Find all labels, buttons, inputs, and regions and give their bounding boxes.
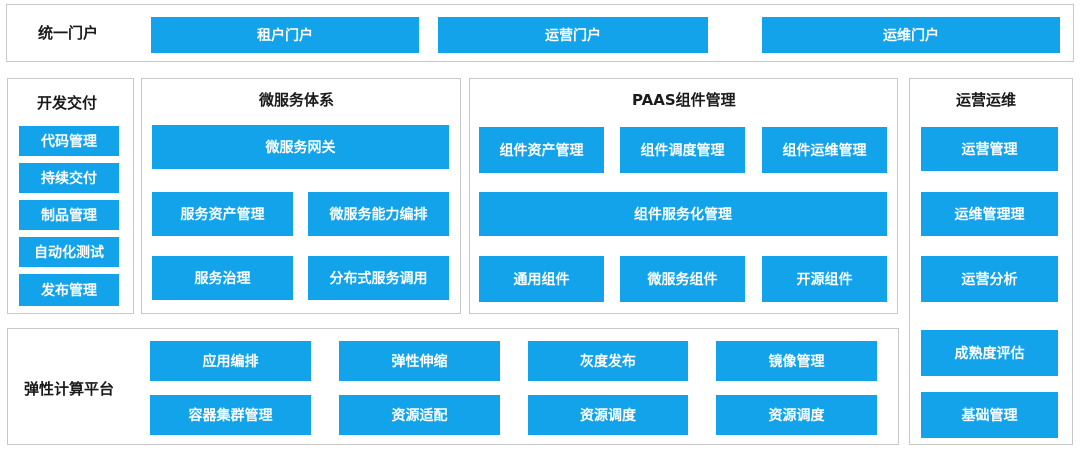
maturity-assessment-box: 成熟度评估 [921, 330, 1058, 376]
microservice-gateway-box: 微服务网关 [152, 125, 449, 169]
elastic-item: 灰度发布 [528, 341, 688, 381]
paas-title: PAAS组件管理 [632, 91, 736, 109]
paas-bottom-item: 通用组件 [479, 256, 604, 302]
paas-top-item: 组件资产管理 [479, 127, 604, 173]
dev-delivery-title: 开发交付 [37, 94, 98, 112]
operation-portal-box: 运营门户 [438, 17, 708, 53]
ops-title: 运营运维 [956, 91, 1017, 109]
elastic-item: 资源调度 [528, 395, 688, 435]
microservice-item: 服务治理 [152, 256, 293, 300]
unified-portal-title: 统一门户 [38, 24, 99, 42]
dev-delivery-item: 自动化测试 [19, 237, 119, 267]
microservice-item: 服务资产管理 [152, 192, 293, 236]
ops-item: 运维管理理 [921, 192, 1058, 236]
paas-top-item: 组件运维管理 [762, 127, 887, 173]
ops-item: 运营管理 [921, 127, 1058, 171]
dev-delivery-item: 持续交付 [19, 163, 119, 193]
paas-service-box: 组件服务化管理 [479, 192, 887, 236]
elastic-item: 镜像管理 [716, 341, 877, 381]
elastic-platform-title: 弹性计算平台 [24, 380, 115, 398]
elastic-item: 容器集群管理 [150, 395, 311, 435]
microservice-item: 分布式服务调用 [308, 256, 449, 300]
dev-delivery-item: 制品管理 [19, 200, 119, 230]
microservice-item: 微服务能力编排 [308, 192, 449, 236]
elastic-item: 应用编排 [150, 341, 311, 381]
elastic-item: 资源适配 [339, 395, 500, 435]
maintenance-portal-box: 运维门户 [762, 17, 1060, 53]
ops-item: 运营分析 [921, 256, 1058, 302]
dev-delivery-item: 发布管理 [19, 274, 119, 306]
tenant-portal-box: 租户门户 [151, 17, 419, 53]
elastic-item: 弹性伸缩 [339, 341, 500, 381]
paas-top-item: 组件调度管理 [620, 127, 745, 173]
base-management-box: 基础管理 [921, 392, 1058, 438]
dev-delivery-item: 代码管理 [19, 126, 119, 156]
microservice-title: 微服务体系 [259, 91, 335, 109]
paas-bottom-item: 微服务组件 [620, 256, 745, 302]
elastic-item: 资源调度 [716, 395, 877, 435]
paas-bottom-item: 开源组件 [762, 256, 887, 302]
